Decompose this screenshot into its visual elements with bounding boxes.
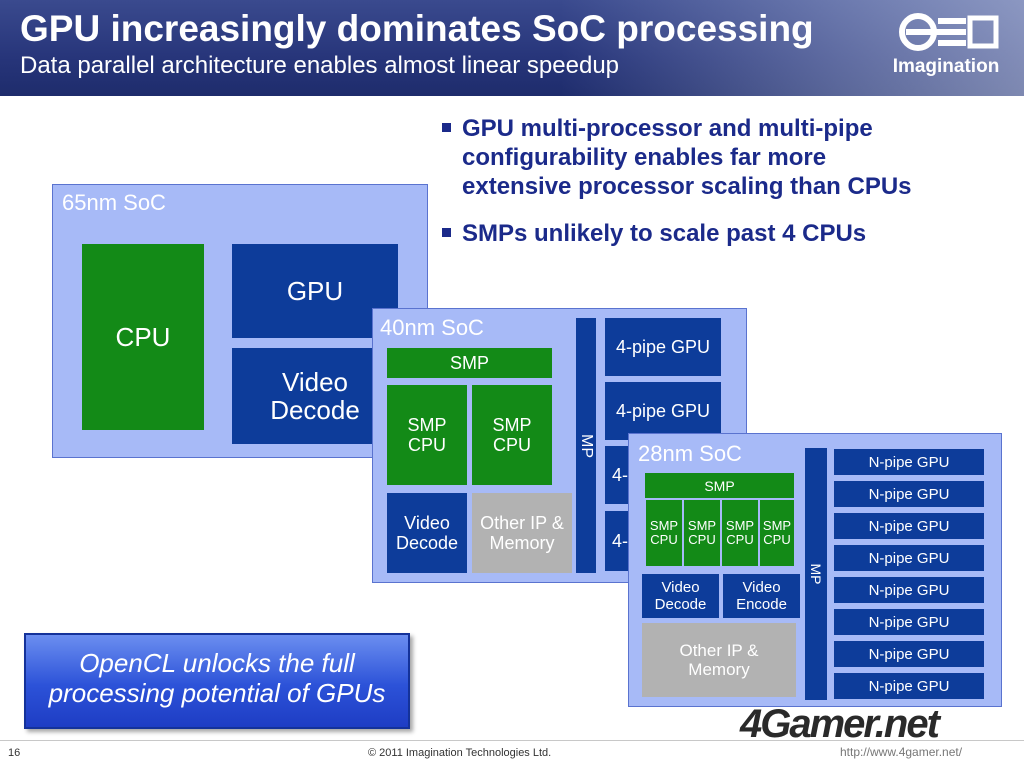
4gamer-watermark: 4Gamer.net [740, 702, 940, 746]
opencl-line-2: processing potential of GPUs [48, 678, 386, 708]
soc-28nm-gpu-7: N-pipe GPU [834, 641, 984, 667]
title-banner-photo [560, 0, 1024, 96]
video-decode-line-2: Decode [270, 395, 360, 425]
soc-40nm-mp-label: MP [578, 433, 595, 458]
smp-cpu-line-2: CPU [650, 532, 678, 547]
smp-cpu-line-2: CPU [407, 435, 446, 455]
soc-28nm-video-encode: Video Encode [723, 574, 800, 618]
bullet-2: SMPs unlikely to scale past 4 CPUs [442, 219, 1002, 249]
smp-cpu-line-2: CPU [688, 532, 716, 547]
opencl-line-1: OpenCL unlocks the full [79, 648, 355, 678]
bullet-marker [442, 228, 451, 237]
soc-65nm-video-decode: Video Decode [232, 348, 398, 444]
smp-cpu-line-2: CPU [492, 435, 531, 455]
soc-40nm-smp-cpu-2: SMP CPU [472, 385, 552, 485]
smp-cpu-line-1: SMP [492, 415, 532, 435]
gpu-label: N-pipe GPU [868, 677, 950, 695]
video-decode-line-1: Video [281, 367, 349, 397]
video-encode-line-2: Encode [736, 596, 787, 613]
soc-40nm-smp-cpu-1: SMP CPU [387, 385, 467, 485]
soc-65nm-title: 65nm SoC [62, 190, 166, 215]
soc-65nm-gpu-label: GPU [286, 275, 344, 306]
gpu-label: 4- [612, 464, 629, 485]
smp-cpu-line-2: CPU [726, 532, 754, 547]
soc-28nm-gpu-8: N-pipe GPU [834, 673, 984, 699]
soc-28nm-smp-cpu-4: SMP CPU [760, 500, 794, 566]
smp-cpu-line-1: SMP [407, 415, 447, 435]
gpu-label: N-pipe GPU [868, 517, 950, 535]
opencl-callout-text: OpenCL unlocks the full processing poten… [24, 648, 410, 708]
imagination-logo-icon [899, 13, 999, 51]
gpu-label: N-pipe GPU [868, 453, 950, 471]
opencl-callout [24, 633, 410, 729]
gpu-label: 4-pipe GPU [615, 336, 711, 357]
video-decode-line-2: Decode [395, 533, 459, 553]
slide-title: GPU increasingly dominates SoC processin… [20, 8, 814, 49]
other-ip-line-1: Other IP & [679, 641, 759, 660]
imagination-logo-text: Imagination [892, 56, 1000, 77]
bullet-1: GPU multi-processor and multi-pipe confi… [442, 114, 1002, 204]
bullet-2-line-1: SMPs unlikely to scale past 4 CPUs [462, 220, 867, 247]
smp-cpu-line-1: SMP [725, 518, 755, 533]
other-ip-line-2: Memory [489, 533, 555, 553]
soc-40nm-mp-bus: MP [576, 318, 596, 573]
gpu-label: N-pipe GPU [868, 581, 950, 599]
smp-cpu-line-2: CPU [763, 532, 791, 547]
soc-28nm-mp-bus: MP [805, 448, 827, 700]
soc-65nm-cpu-label: CPU [115, 321, 171, 352]
video-decode-line-1: Video [404, 513, 450, 533]
gpu-label: N-pipe GPU [868, 613, 950, 631]
video-encode-line-1: Video [742, 579, 781, 596]
footer-divider [0, 740, 1024, 741]
video-decode-line-2: Decode [654, 596, 707, 613]
smp-cpu-line-1: SMP [649, 518, 679, 533]
soc-40nm-gpu-2: 4-pipe GPU [605, 382, 721, 440]
soc-65nm-cpu: CPU [82, 244, 204, 430]
soc-28nm-video-decode: Video Decode [642, 574, 719, 618]
soc-40nm-smp: SMP [387, 348, 552, 378]
soc-28nm-smp-cpu-1: SMP CPU [646, 500, 682, 566]
gpu-label: N-pipe GPU [868, 645, 950, 663]
gpu-label: 4-pipe GPU [615, 400, 711, 421]
soc-65nm-gpu: GPU [232, 244, 398, 338]
soc-28nm-smp: SMP [645, 473, 794, 498]
soc-40nm-video-decode: Video Decode [387, 493, 467, 573]
soc-28nm-gpu-3: N-pipe GPU [834, 513, 984, 539]
soc-28nm-other-ip-memory: Other IP & Memory [642, 623, 796, 697]
soc-28nm-smp-cpu-3: SMP CPU [722, 500, 758, 566]
soc-28nm-title: 28nm SoC [638, 441, 742, 466]
gpu-label: N-pipe GPU [868, 549, 950, 567]
soc-28nm-gpu-5: N-pipe GPU [834, 577, 984, 603]
gpu-label: N-pipe GPU [868, 485, 950, 503]
video-decode-line-1: Video [661, 579, 700, 596]
soc-28nm-gpu-6: N-pipe GPU [834, 609, 984, 635]
other-ip-line-1: Other IP & [480, 513, 564, 533]
4gamer-watermark-url: http://www.4gamer.net/ [840, 745, 963, 759]
soc-28nm-smp-cpu-2: SMP CPU [684, 500, 720, 566]
soc-40nm-gpu-1: 4-pipe GPU [605, 318, 721, 376]
soc-40nm-title: 40nm SoC [380, 315, 484, 340]
smp-cpu-line-1: SMP [687, 518, 717, 533]
soc-28nm-gpu-1: N-pipe GPU [834, 449, 984, 475]
bullet-1-line-3: extensive processor scaling than CPUs [462, 173, 912, 200]
slide-subtitle: Data parallel architecture enables almos… [20, 52, 620, 79]
soc-28nm-gpu-4: N-pipe GPU [834, 545, 984, 571]
other-ip-line-2: Memory [688, 660, 750, 679]
bullet-marker [442, 123, 451, 132]
soc-28nm-mp-label: MP [808, 563, 824, 585]
bullet-1-line-1: GPU multi-processor and multi-pipe [462, 115, 873, 142]
soc-40nm-smp-label: SMP [449, 352, 489, 373]
bullet-1-line-2: configurability enables far more [462, 144, 827, 171]
soc-40nm-other-ip-memory: Other IP & Memory [472, 493, 572, 573]
copyright-notice: © 2011 Imagination Technologies Ltd. [368, 747, 552, 759]
smp-cpu-line-1: SMP [762, 518, 792, 533]
page-number: 16 [8, 747, 21, 759]
soc-28nm-gpu-2: N-pipe GPU [834, 481, 984, 507]
gpu-label: 4- [612, 530, 629, 551]
soc-28nm-smp-label: SMP [704, 477, 735, 494]
